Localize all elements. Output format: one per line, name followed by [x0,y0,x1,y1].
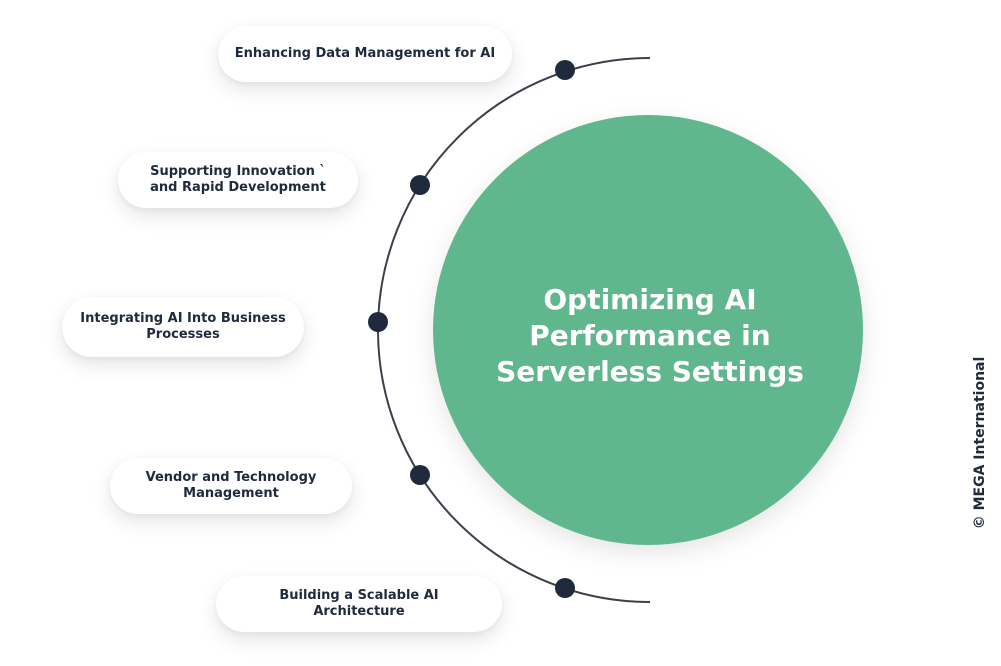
node-dot-5 [555,578,575,598]
item-label: Vendor and Technology Management [145,470,317,501]
node-dot-4 [410,465,430,485]
node-dot-1 [555,60,575,80]
center-circle [433,115,863,545]
item-pill-innovation: Supporting Innovation ` and Rapid Develo… [118,152,358,208]
item-label: Integrating AI Into Business Processes [80,311,286,342]
item-pill-scalable-architecture: Building a Scalable AI Architecture [216,576,502,632]
item-pill-data-management: Enhancing Data Management for AI [218,26,512,82]
item-pill-vendor-management: Vendor and Technology Management [110,458,352,514]
node-dot-3 [368,312,388,332]
item-pill-business-processes: Integrating AI Into Business Processes [62,297,304,357]
item-label: Supporting Innovation ` and Rapid Develo… [150,164,326,195]
center-title: Optimizing AI Performance in Serverless … [496,283,804,388]
node-dot-2 [410,175,430,195]
item-label: Enhancing Data Management for AI [234,46,496,61]
copyright-text: © MEGA International [972,356,988,530]
item-label: Building a Scalable AI Architecture [279,588,439,619]
